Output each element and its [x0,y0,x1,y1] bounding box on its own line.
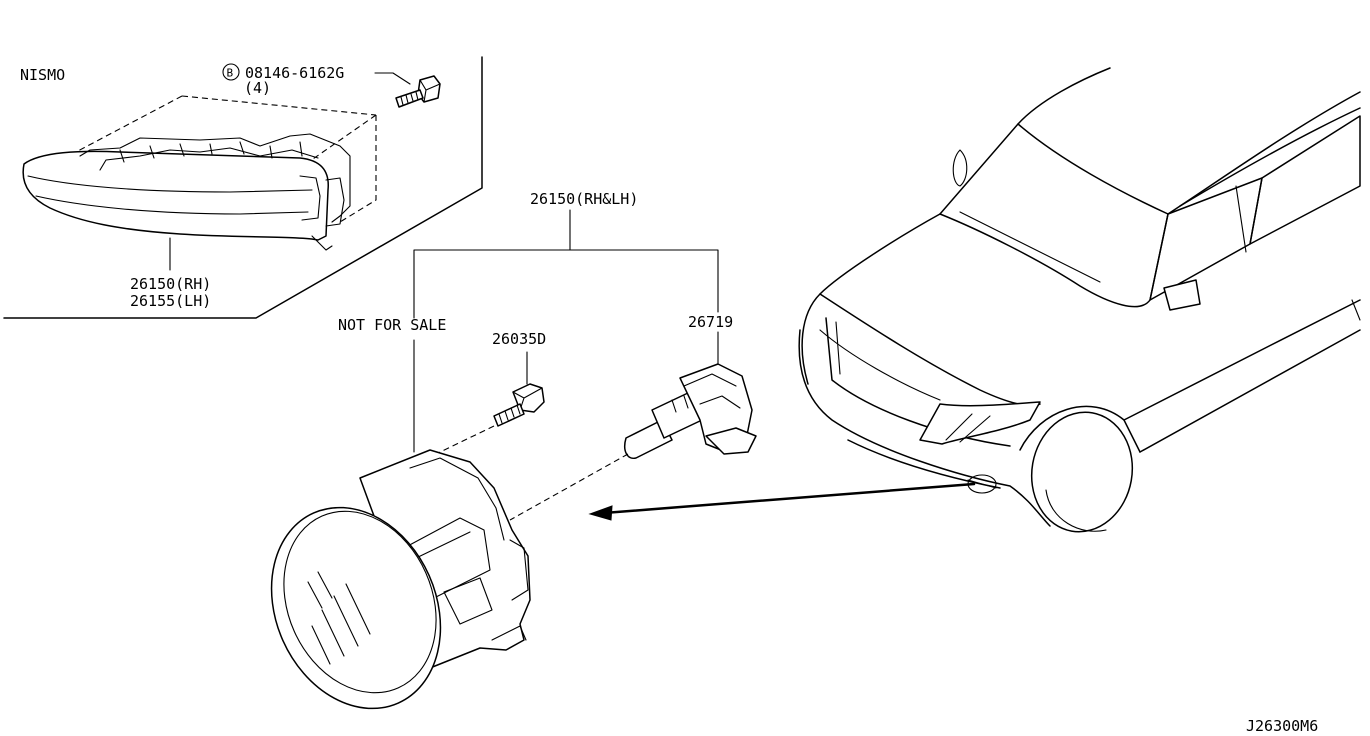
lamp-lh-label: 26155(LH) [130,292,211,310]
inset-dash-bolt [299,114,377,169]
bulb-part-label: 26719 [688,313,733,331]
inset-bolt-icon [395,75,441,108]
lamp-rh-label: 26150(RH) [130,275,211,293]
vehicle-icon [798,67,1361,533]
main-callouts: 26150(RH&LH) NOT FOR SALE 26035D 26719 [338,190,733,453]
bulb-icon [624,363,757,460]
screw-icon [493,383,545,427]
assy-bracket [413,249,719,319]
nismo-inset: NISMO B 08146-6162G (4) [3,56,483,319]
inset-border [3,56,483,319]
inset-dash-right [339,115,377,223]
location-arrow [588,482,976,521]
fog-lamp-assy-label: 26150(RH&LH) [530,190,638,208]
screw-part-label: 26035D [492,330,546,348]
bolt-part-number: 08146-6162G [245,64,344,82]
bolt-quantity: (4) [244,79,271,97]
bolt-callout: B 08146-6162G (4) [222,63,411,97]
not-for-sale-label: NOT FOR SALE [338,316,446,334]
fog-lamp-icon [270,449,531,710]
bulb-dash-line [509,453,629,521]
screw-dash-line [435,425,495,455]
inset-label-nismo: NISMO [20,66,65,84]
nismo-lamp-icon [22,133,351,251]
bolt-circle-marker [222,63,240,81]
inset-dash-top [181,95,377,116]
bolt-circle-letter: B [227,67,234,80]
diagram-code: J26300M6 [1246,717,1318,735]
bolt-leader [374,72,411,85]
